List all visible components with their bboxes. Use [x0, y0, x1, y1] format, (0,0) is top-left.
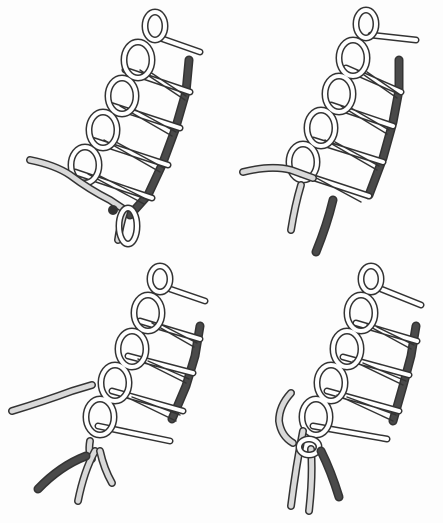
- panel-step-4: [221, 261, 442, 522]
- panel-step-3: [0, 261, 221, 522]
- knot-drawing-step-1: [0, 0, 221, 261]
- knot-drawing-step-2: [221, 0, 442, 261]
- knot-drawing-step-4: [221, 261, 442, 522]
- knot-drawing-step-3: [0, 261, 221, 522]
- panel-step-1: [0, 0, 221, 261]
- panel-step-2: [221, 0, 442, 261]
